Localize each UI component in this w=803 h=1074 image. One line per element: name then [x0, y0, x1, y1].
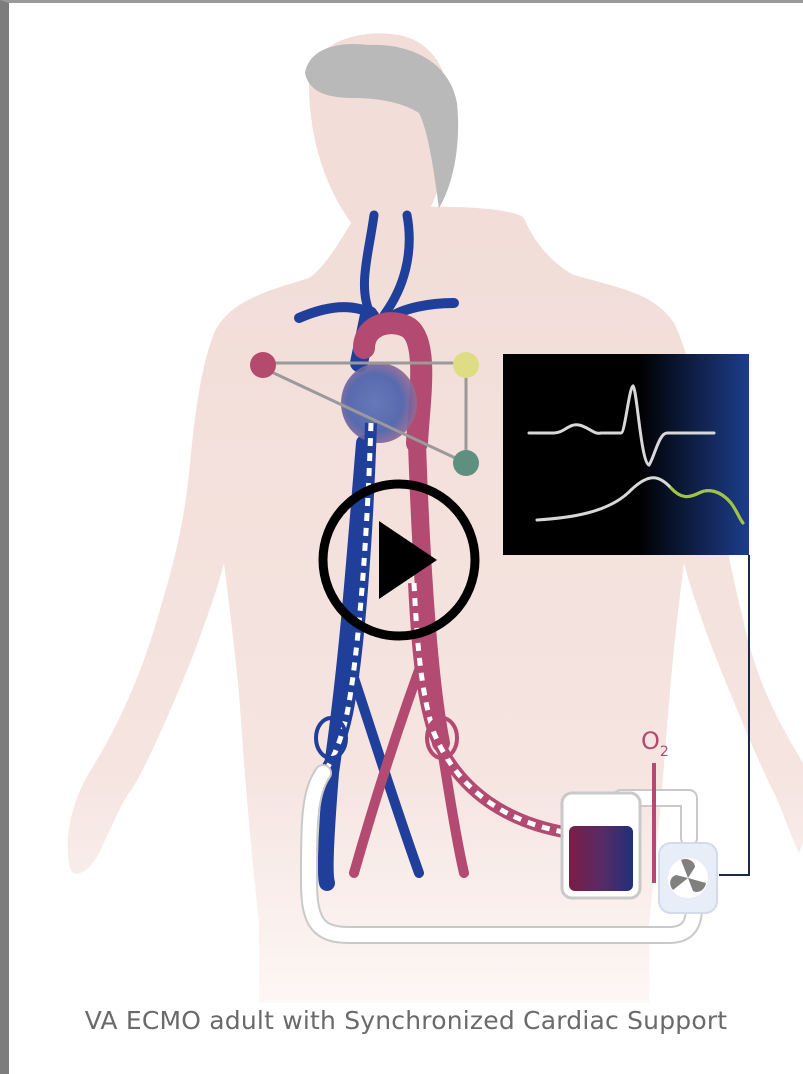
video-poster[interactable]: O2	[9, 3, 803, 1074]
ecmo-diagram: O2	[9, 3, 803, 1003]
oxygenator	[562, 793, 640, 898]
electrode-right-arm	[250, 352, 276, 378]
heart	[341, 363, 417, 443]
electrode-left-arm	[453, 352, 479, 378]
centrifugal-pump	[659, 843, 717, 913]
ecg-monitor	[503, 354, 749, 555]
electrode-left-leg	[453, 450, 479, 476]
video-caption: VA ECMO adult with Synchronized Cardiac …	[9, 1006, 803, 1035]
